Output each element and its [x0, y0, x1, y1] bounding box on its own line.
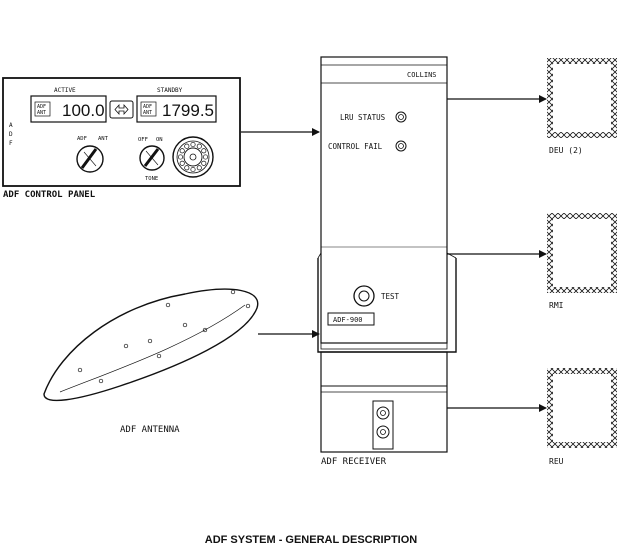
- antenna-rivet: [165, 302, 171, 308]
- output-reu: REU: [547, 368, 617, 466]
- brand-label: COLLINS: [407, 71, 437, 79]
- model-label: ADF-900: [333, 316, 363, 324]
- test-label: TEST: [381, 292, 400, 301]
- control-panel-title: ADF CONTROL PANEL: [3, 190, 96, 200]
- adf-receiver: COLLINS LRU STATUS CONTROL FAIL TEST ADF…: [317, 56, 457, 467]
- standby-mode-ant: ANT: [143, 110, 152, 116]
- receiver-caption: ADF RECEIVER: [321, 457, 387, 467]
- lru-status-label: LRU STATUS: [340, 113, 386, 122]
- standby-frequency: 1799.5: [162, 101, 214, 120]
- lru-status-indicator: [395, 111, 407, 123]
- knob-grip: [202, 154, 209, 160]
- reu-box: [547, 368, 617, 448]
- standby-display: [136, 95, 217, 123]
- antenna-body: [43, 288, 259, 402]
- control-fail-indicator: [395, 140, 407, 152]
- tone-label: TONE: [145, 176, 158, 182]
- control-panel-frame: [2, 77, 241, 187]
- antenna-caption: ADF ANTENNA: [120, 425, 180, 435]
- knob-grip: [184, 165, 190, 171]
- knob-grip: [196, 143, 202, 149]
- antenna-rivet: [230, 289, 236, 295]
- antenna-rivet: [245, 303, 251, 309]
- active-frequency: 100.0: [62, 101, 105, 120]
- antenna-rivet: [77, 367, 83, 373]
- standby-label: STANDBY: [157, 87, 183, 94]
- test-button[interactable]: [353, 285, 375, 307]
- footer-title: ADF SYSTEM - GENERAL DESCRIPTION: [205, 534, 418, 546]
- active-display: [30, 95, 107, 123]
- knob-grip: [177, 154, 184, 160]
- knob-grip: [179, 160, 185, 166]
- active-mode-adf: ADF: [37, 104, 46, 110]
- tone-knob-off-label: OFF: [138, 137, 148, 143]
- antenna-rivet: [98, 378, 104, 384]
- adf-control-panel: A D F ACTIVE STANDBY ADF ANT 100.0 ADF A…: [2, 77, 241, 200]
- reu-label: REU: [549, 457, 564, 466]
- model-plate: [327, 312, 375, 326]
- knob-grip: [184, 143, 190, 149]
- transfer-button[interactable]: [109, 100, 134, 119]
- antenna-rivet: [123, 343, 129, 349]
- active-label: ACTIVE: [54, 87, 76, 94]
- tone-switch-knob[interactable]: [139, 145, 165, 171]
- deu-box: [547, 58, 617, 138]
- knob-grip: [201, 160, 207, 166]
- antenna-seam: [59, 304, 246, 393]
- swap-arrows-icon: [114, 103, 129, 116]
- frequency-tuning-knob[interactable]: [172, 136, 214, 178]
- rmi-label: RMI: [549, 301, 564, 310]
- side-label-1: A: [9, 122, 13, 129]
- side-label-3: F: [9, 140, 13, 147]
- mode-knob-ant-label: ANT: [98, 136, 109, 142]
- connector-upper: [376, 406, 390, 420]
- tone-knob-on-label: ON: [156, 137, 163, 143]
- output-rmi: RMI: [547, 213, 617, 310]
- knob-grip: [179, 148, 185, 154]
- connector-block: [372, 400, 394, 450]
- standby-mode-box: [140, 101, 157, 117]
- rmi-box: [547, 213, 617, 293]
- adf-antenna: ADF ANTENNA: [43, 288, 259, 435]
- mode-knob-adf-label: ADF: [77, 136, 87, 142]
- output-deu: DEU (2): [547, 58, 617, 155]
- active-mode-box: [34, 101, 51, 117]
- side-label-2: D: [9, 131, 13, 138]
- connector-lower: [376, 425, 390, 439]
- antenna-rivet: [156, 353, 162, 359]
- standby-mode-adf: ADF: [143, 104, 152, 110]
- deu-label: DEU (2): [549, 146, 583, 155]
- active-mode-ant: ANT: [37, 110, 46, 116]
- mode-selector-knob[interactable]: [76, 145, 104, 173]
- antenna-rivet: [147, 338, 153, 344]
- knob-grip: [201, 148, 207, 154]
- antenna-rivet: [182, 322, 188, 328]
- antenna-rivet: [202, 327, 208, 333]
- knob-grip: [190, 141, 196, 148]
- knob-grip: [196, 165, 202, 171]
- control-fail-label: CONTROL FAIL: [328, 142, 383, 151]
- knob-grip: [190, 166, 196, 173]
- receiver-lower-unit: [320, 351, 448, 453]
